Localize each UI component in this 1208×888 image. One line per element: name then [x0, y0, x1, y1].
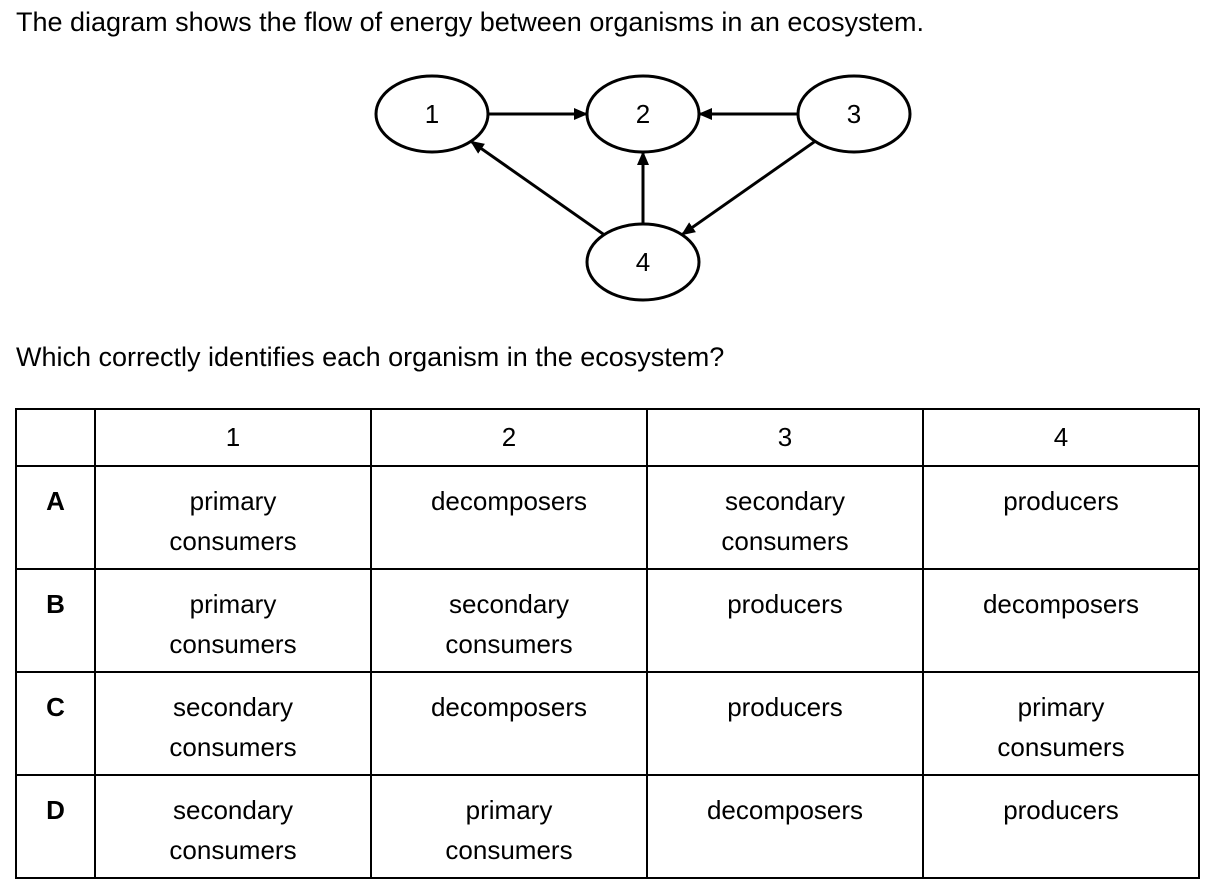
table-cell: producers [922, 465, 1200, 570]
header-cell-organism-1: 1 [94, 408, 372, 467]
table-cell: decomposers [922, 568, 1200, 673]
table-cell: primary consumers [370, 774, 648, 879]
table-cell: secondary consumers [94, 671, 372, 776]
table-header-row: 1 2 3 4 [15, 408, 1200, 467]
option-letter: C [15, 671, 96, 776]
question-intro: The diagram shows the flow of energy bet… [16, 7, 924, 37]
organism-node-2: 2 [585, 74, 701, 154]
table-cell: decomposers [370, 671, 648, 776]
header-cell-organism-2: 2 [370, 408, 648, 467]
organism-node-label: 1 [425, 99, 439, 129]
table-cell: secondary consumers [646, 465, 924, 570]
table-cell: producers [646, 671, 924, 776]
option-letter: D [15, 774, 96, 879]
organism-node-outline [374, 74, 490, 154]
organism-node-label: 2 [636, 99, 650, 129]
table-cell: primary consumers [94, 465, 372, 570]
table-cell: producers [646, 568, 924, 673]
organism-node-label: 4 [636, 247, 650, 277]
option-row-a[interactable]: A primary consumers decomposers secondar… [15, 465, 1200, 570]
header-cell-blank [15, 408, 96, 467]
option-row-b[interactable]: B primary consumers secondary consumers … [15, 568, 1200, 673]
option-row-d[interactable]: D secondary consumers primary consumers … [15, 774, 1200, 879]
table-cell: producers [922, 774, 1200, 879]
table-cell: secondary consumers [370, 568, 648, 673]
organism-node-label: 3 [847, 99, 861, 129]
organism-node-outline [585, 222, 701, 302]
table-cell: primary consumers [922, 671, 1200, 776]
energy-flow-diagram: 1 2 3 4 [374, 74, 912, 302]
option-row-c[interactable]: C secondary consumers decomposers produc… [15, 671, 1200, 776]
header-cell-organism-3: 3 [646, 408, 924, 467]
option-letter: A [15, 465, 96, 570]
table-cell: decomposers [646, 774, 924, 879]
table-cell: decomposers [370, 465, 648, 570]
table-cell: secondary consumers [94, 774, 372, 879]
organism-node-3: 3 [796, 74, 912, 154]
option-letter: B [15, 568, 96, 673]
organism-node-1: 1 [374, 74, 490, 154]
organism-node-outline [585, 74, 701, 154]
header-cell-organism-4: 4 [922, 408, 1200, 467]
table-cell: primary consumers [94, 568, 372, 673]
organism-node-outline [796, 74, 912, 154]
energy-flow-arrow-3-to-4 [681, 140, 816, 236]
energy-flow-arrow-4-to-1 [470, 140, 605, 236]
answer-options-table: 1 2 3 4 A primary consumers decomposers … [15, 408, 1200, 879]
question-prompt: Which correctly identifies each organism… [16, 342, 725, 372]
organism-node-4: 4 [585, 222, 701, 302]
